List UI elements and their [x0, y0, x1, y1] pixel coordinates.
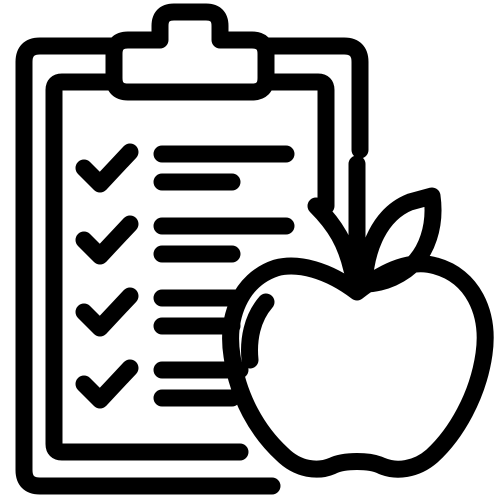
apple-icon	[222, 255, 494, 478]
checkmark-icon	[75, 143, 139, 193]
clipboard-clip-icon	[105, 3, 275, 101]
apple-highlight	[241, 293, 275, 369]
clipboard-board	[15, 37, 369, 495]
checkmark-icon	[75, 359, 139, 409]
apple-stem-icon	[307, 197, 361, 279]
apple-leaf-icon	[355, 187, 442, 293]
clipboard-paper	[45, 73, 335, 461]
checkmark-icon	[75, 215, 139, 265]
checkmark-icon	[75, 287, 139, 337]
